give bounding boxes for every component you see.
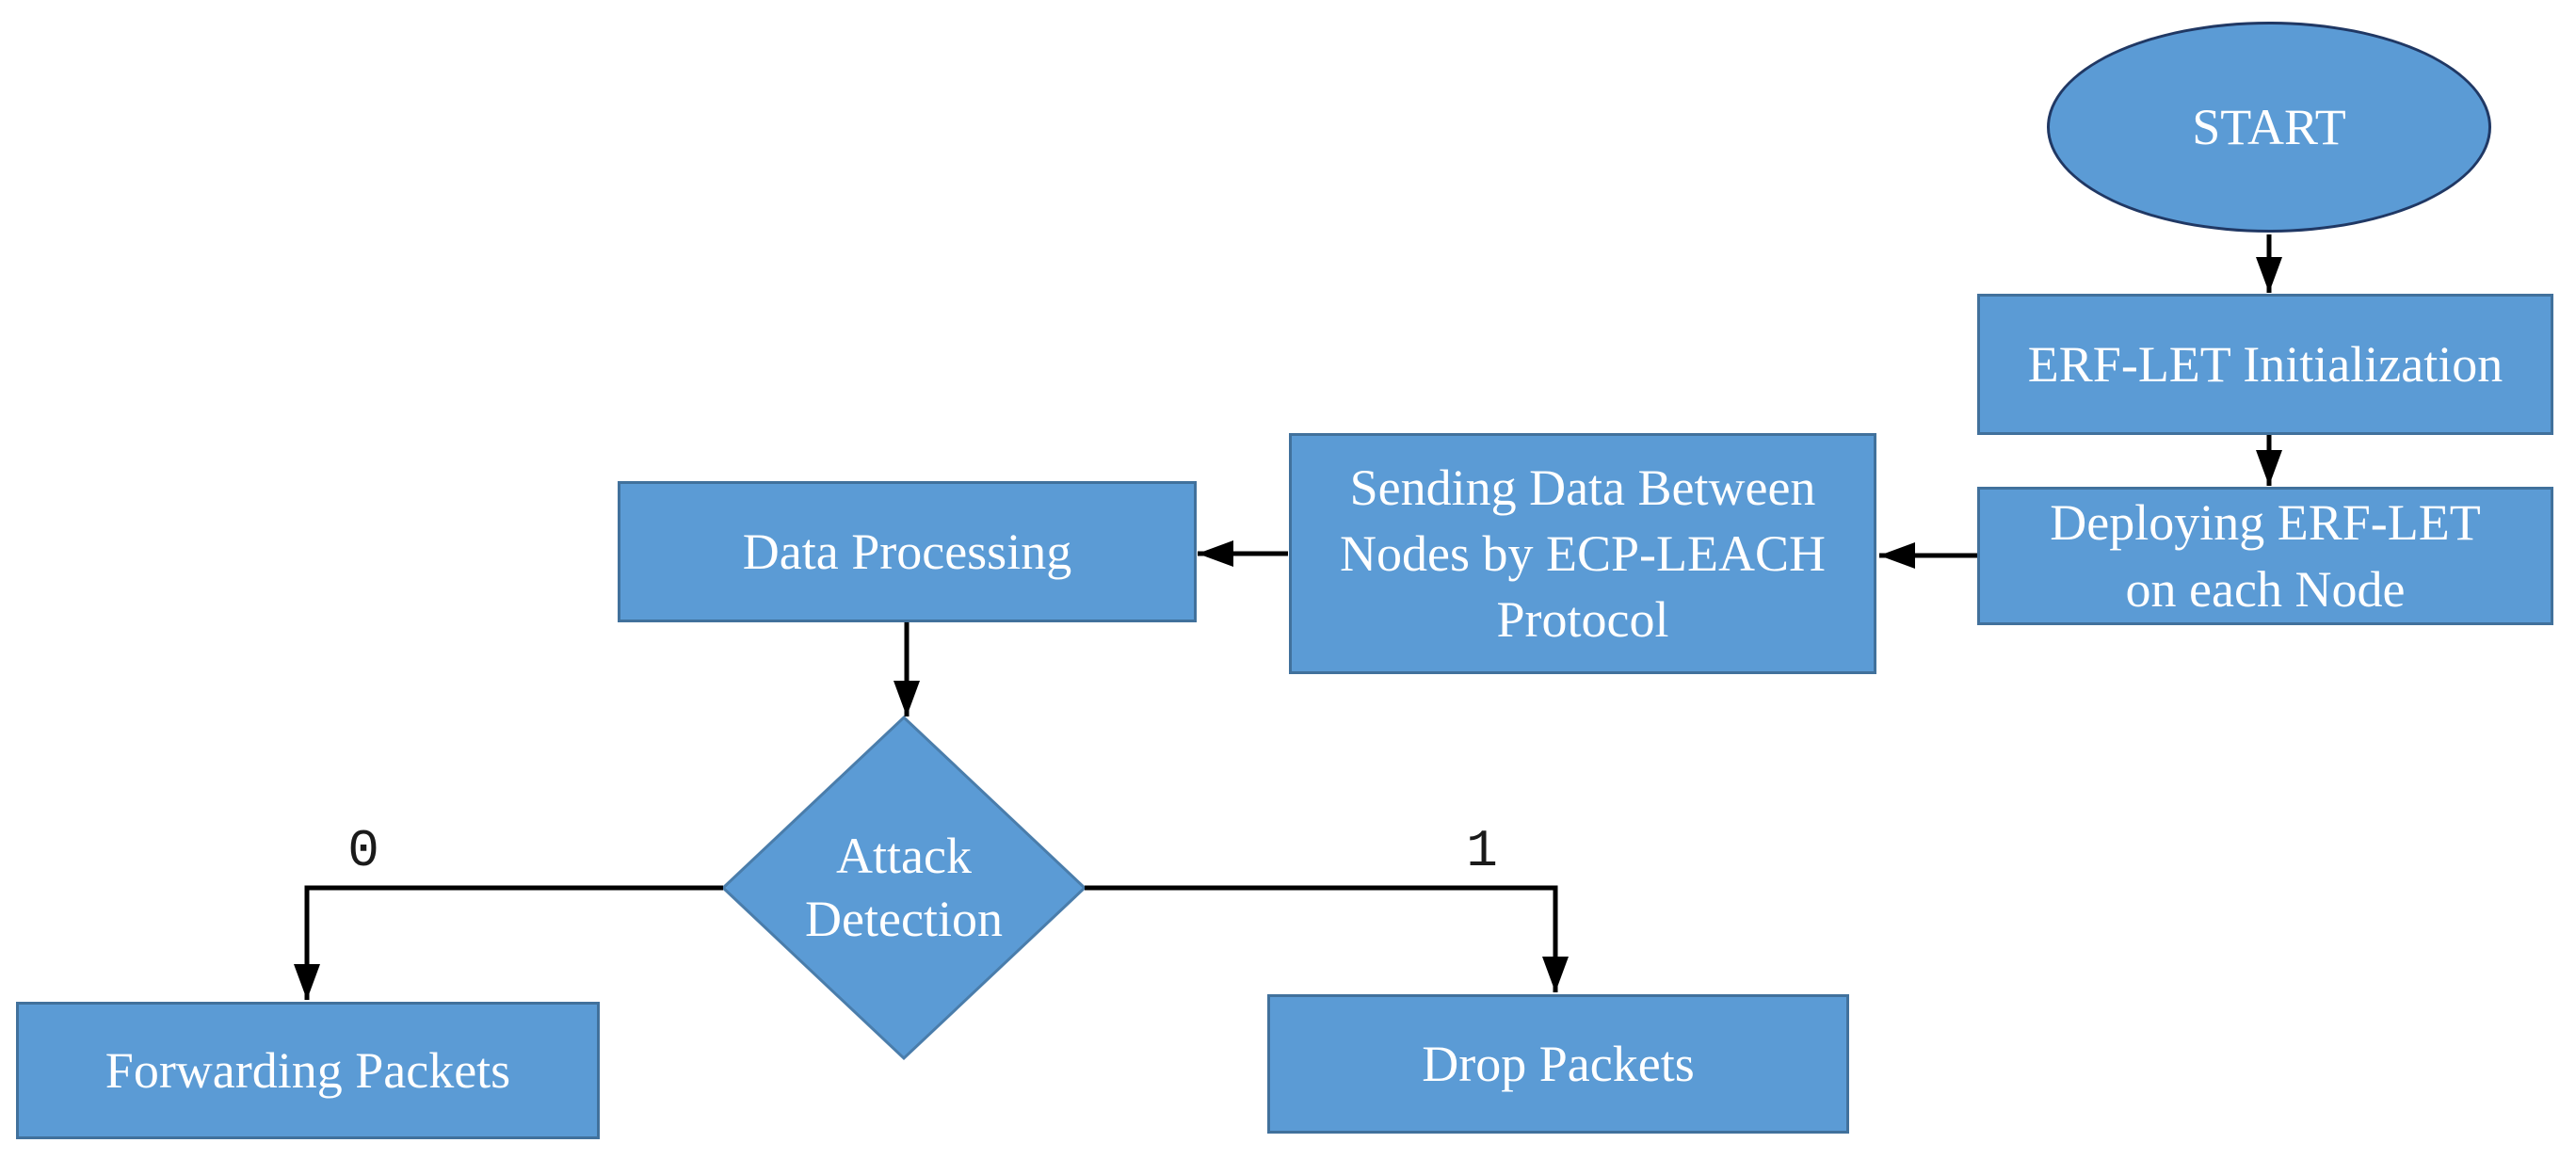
branch-label-0: 0 [347, 821, 379, 881]
node-start: START [2047, 22, 2491, 233]
node-attack-detection-label: Attack Detection [805, 827, 1003, 948]
node-deploying-erf-let: Deploying ERF-LET on each Node [1977, 487, 2553, 625]
node-forwarding-packets: Forwarding Packets [16, 1002, 600, 1139]
node-data-processing: Data Processing [618, 481, 1197, 622]
node-erf-let-initialization: ERF-LET Initialization [1977, 294, 2553, 435]
connector-detection-to-drop [1085, 885, 1569, 992]
connector-detection-to-forwarding [294, 885, 723, 1000]
branch-label-1: 1 [1466, 821, 1498, 881]
node-sending-data: Sending Data Between Nodes by ECP-LEACH … [1289, 433, 1876, 674]
attack-detection-diamond [720, 715, 1087, 1061]
node-drop-packets: Drop Packets [1267, 994, 1849, 1134]
